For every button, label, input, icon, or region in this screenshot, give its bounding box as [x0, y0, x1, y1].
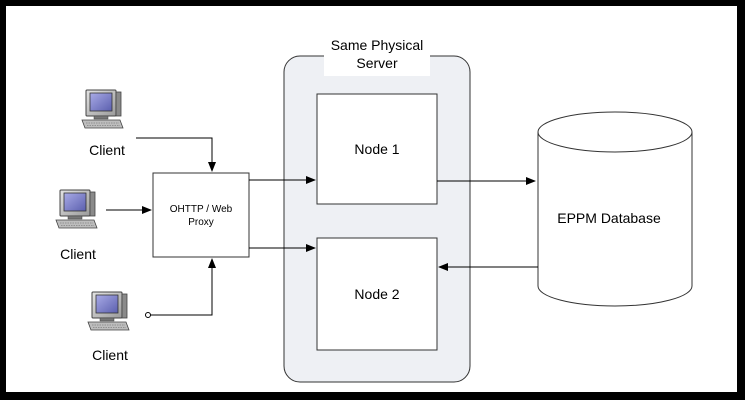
client-3-to-proxy-arrow [149, 258, 216, 316]
client-2-computer-icon [55, 189, 98, 229]
client-3-label: Client [92, 347, 128, 363]
node-2-label: Node 2 [354, 286, 399, 302]
architecture-diagram: Same Physical Server Node 1 Node 2 OHTTP… [55, 34, 693, 383]
database-cylinder [537, 111, 693, 307]
client-1-label: Client [89, 142, 125, 158]
node-1-label: Node 1 [354, 141, 399, 157]
client-3-connector-dot [145, 312, 151, 318]
client-2-label: Client [60, 246, 96, 262]
node-2-box [316, 237, 438, 351]
proxy-box [152, 172, 250, 258]
server-label-line2: Server [356, 55, 398, 71]
client-1-computer-icon [81, 89, 124, 129]
server-label-background [324, 34, 430, 76]
proxy-label-line2: Proxy [188, 217, 214, 228]
node-1-box [316, 93, 438, 205]
diagram-canvas: Same Physical Server Node 1 Node 2 OHTTP… [6, 6, 737, 392]
proxy-label-line1: OHTTP / Web [170, 204, 233, 215]
client-3-computer-icon [87, 291, 130, 331]
database-label: EPPM Database [557, 210, 661, 226]
client-1-to-proxy-arrow [136, 137, 216, 172]
server-label-line1: Same Physical [331, 37, 424, 53]
